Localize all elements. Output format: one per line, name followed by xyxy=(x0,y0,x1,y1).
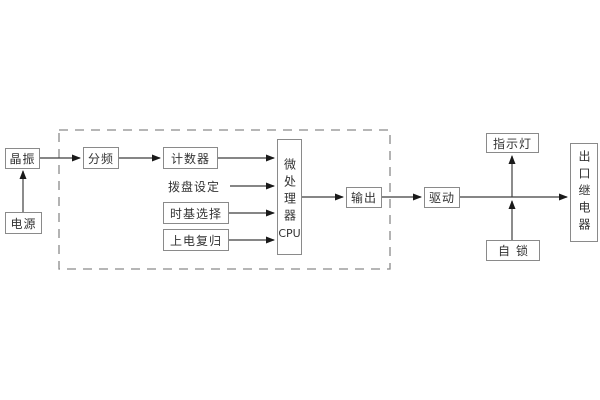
block-microprocessor-cpu: 微处理器 CPU xyxy=(277,139,302,255)
cpu-sub-label: CPU xyxy=(278,227,301,240)
outlet-relay-vertical-label: 出口继电器 xyxy=(577,150,591,235)
block-outlet-relay: 出口继电器 xyxy=(570,143,598,242)
block-frequency-divider: 分频 xyxy=(83,147,119,169)
cpu-vertical-label: 微处理器 xyxy=(282,158,297,226)
label-dial-setting: 拨盘设定 xyxy=(163,179,225,194)
block-counter: 计数器 xyxy=(163,147,218,169)
block-power-supply: 电源 xyxy=(5,212,42,234)
block-indicator-lamp: 指示灯 xyxy=(486,133,539,153)
block-crystal-oscillator: 晶振 xyxy=(5,148,40,169)
block-output: 输出 xyxy=(346,187,382,208)
block-drive: 驱动 xyxy=(424,187,460,208)
block-timebase-select: 时基选择 xyxy=(163,202,229,224)
dashed-module-boundary xyxy=(58,129,391,270)
block-self-lock: 自锁 xyxy=(486,240,540,261)
block-power-on-reset: 上电复归 xyxy=(163,229,229,251)
